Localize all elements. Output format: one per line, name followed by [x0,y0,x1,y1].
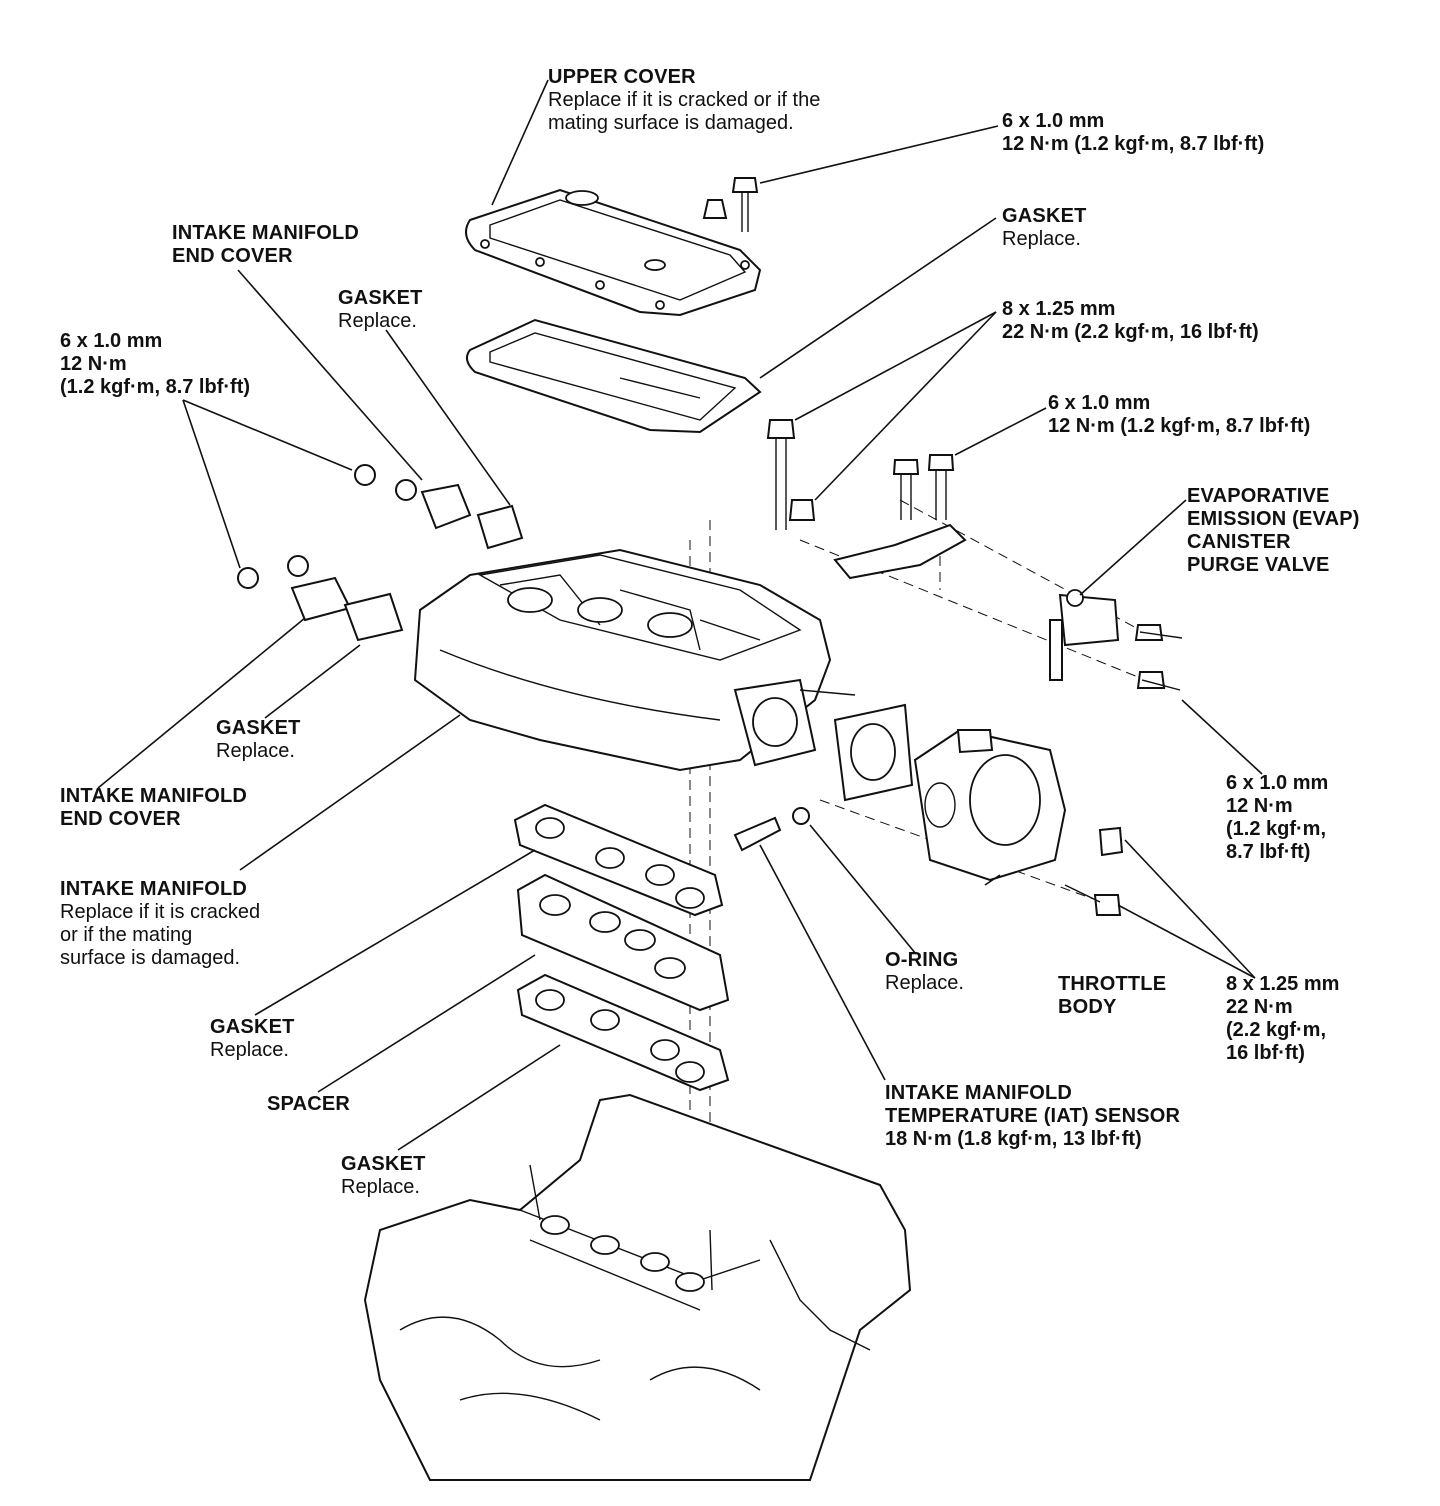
upper-cover-note-1: Replace if it is cracked or if the [548,89,821,111]
iat-sensor-part [733,807,810,852]
right-side-bolts [1064,826,1124,916]
spacer-part [516,873,730,1012]
engine-block-part [363,1093,912,1481]
iat-line-1: INTAKE MANIFOLD [885,1082,1073,1104]
label-end-cover-bottom: INTAKE MANIFOLD END COVER [60,785,247,831]
gasket-end-top-note: Replace. [338,310,417,332]
bolt-right-8mm-size: 8 x 1.25 mm [1226,973,1340,995]
gasket-end-top-title: GASKET [338,287,423,309]
gasket-end-bottom-title: GASKET [216,717,301,739]
bolt-left-torque-2: (1.2 kgf·m, 8.7 lbf·ft) [60,376,251,398]
bolt-right-6mm-size: 6 x 1.0 mm [1226,772,1329,794]
bolt-right-8mm-torque-1: 22 N·m [1226,996,1293,1018]
label-upper-cover: UPPER COVER Replace if it is cracked or … [548,66,820,135]
evap-line-4: PURGE VALVE [1187,554,1330,576]
label-bolt-left: 6 x 1.0 mm 12 N·m (1.2 kgf·m, 8.7 lbf·ft… [60,330,250,399]
evap-line-1: EVAPORATIVE [1187,485,1330,507]
upper-gasket-part [465,318,762,434]
label-gasket-end-top: GASKET Replace. [338,287,423,333]
leader-lines [97,79,1263,1151]
end-cover-top-line-1: INTAKE MANIFOLD [172,222,360,244]
bolt-left-torque-1: 12 N·m [60,353,127,375]
evap-purge-valve-part [1049,589,1183,691]
label-o-ring: O-RING Replace. [885,949,964,995]
throttle-body-line-1: THROTTLE [1058,973,1167,995]
label-evap-valve: EVAPORATIVE EMISSION (EVAP) CANISTER PUR… [1187,485,1360,577]
lower-gasket-2 [516,973,730,1092]
end-covers-top [354,464,524,550]
label-iat-sensor: INTAKE MANIFOLD TEMPERATURE (IAT) SENSOR… [885,1082,1180,1151]
label-end-cover-top: INTAKE MANIFOLD END COVER [172,222,359,268]
intake-manifold-note-2: or if the mating [60,924,193,946]
upper-cover-title: UPPER COVER [548,66,696,88]
gasket-end-bottom-note: Replace. [216,740,295,762]
label-bolt-right-6mm: 6 x 1.0 mm 12 N·m (1.2 kgf·m, 8.7 lbf·ft… [1226,772,1328,864]
label-throttle-body: THROTTLE BODY [1058,973,1166,1019]
bolt-8mm-top-torque: 22 N·m (2.2 kgf·m, 16 lbf·ft) [1002,321,1259,343]
bolt-left-size: 6 x 1.0 mm [60,330,163,352]
throttle-body-part [913,728,1067,882]
label-bolt-8mm-top: 8 x 1.25 mm 22 N·m (2.2 kgf·m, 16 lbf·ft… [1002,298,1259,344]
gasket-lower-2-title: GASKET [341,1153,426,1175]
bolt-right-8mm-torque-3: 16 lbf·ft) [1226,1042,1305,1064]
gasket-upper-note: Replace. [1002,228,1081,250]
iat-torque: 18 N·m (1.8 kgf·m, 13 lbf·ft) [885,1128,1142,1150]
bracket-part [833,454,967,580]
iat-line-2: TEMPERATURE (IAT) SENSOR [885,1105,1181,1127]
upper-cover-bolts [702,177,759,232]
intake-manifold-part [413,548,856,772]
bolt-upper-cover-size: 6 x 1.0 mm [1002,110,1105,132]
end-cover-bottom-line-1: INTAKE MANIFOLD [60,785,248,807]
long-bolt-and-nut [766,419,816,530]
spacer-title: SPACER [267,1093,351,1115]
gasket-lower-2-note: Replace. [341,1176,420,1198]
throttle-gasket-part [833,703,914,802]
bolt-right-6mm-torque-1: 12 N·m [1226,795,1293,817]
throttle-body-line-2: BODY [1058,996,1117,1018]
gasket-lower-1-title: GASKET [210,1016,295,1038]
bolt-upper-cover-torque: 12 N·m (1.2 kgf·m, 8.7 lbf·ft) [1002,133,1265,155]
gasket-lower-1-note: Replace. [210,1039,289,1061]
label-bolt-6mm-bracket: 6 x 1.0 mm 12 N·m (1.2 kgf·m, 8.7 lbf·ft… [1048,392,1310,438]
o-ring-note: Replace. [885,972,964,994]
bolt-right-8mm-torque-2: (2.2 kgf·m, [1226,1019,1327,1041]
bolt-right-6mm-torque-2: (1.2 kgf·m, [1226,818,1327,840]
label-bolt-upper-cover: 6 x 1.0 mm 12 N·m (1.2 kgf·m, 8.7 lbf·ft… [1002,110,1264,156]
bolt-8mm-top-size: 8 x 1.25 mm [1002,298,1116,320]
label-gasket-upper: GASKET Replace. [1002,205,1087,251]
lower-gasket-1 [513,803,724,917]
bolt-right-6mm-torque-3: 8.7 lbf·ft) [1226,841,1311,863]
upper-cover-note-2: mating surface is damaged. [548,112,794,134]
label-gasket-end-bottom: GASKET Replace. [216,717,301,763]
label-bolt-right-8mm: 8 x 1.25 mm 22 N·m (2.2 kgf·m, 16 lbf·ft… [1226,973,1339,1065]
intake-manifold-note-1: Replace if it is cracked [60,901,261,923]
bolt-6mm-bracket-size: 6 x 1.0 mm [1048,392,1151,414]
end-covers-bottom [237,555,404,642]
label-spacer: SPACER [267,1093,350,1116]
evap-line-3: CANISTER [1187,531,1291,553]
end-cover-bottom-line-2: END COVER [60,808,181,830]
label-intake-manifold: INTAKE MANIFOLD Replace if it is cracked… [60,878,260,970]
label-gasket-lower-2: GASKET Replace. [341,1153,426,1199]
intake-manifold-title: INTAKE MANIFOLD [60,878,248,900]
upper-cover-part [465,188,762,317]
o-ring-title: O-RING [885,949,959,971]
evap-line-2: EMISSION (EVAP) [1187,508,1360,530]
label-gasket-lower-1: GASKET Replace. [210,1016,295,1062]
intake-manifold-note-3: surface is damaged. [60,947,241,969]
end-cover-top-line-2: END COVER [172,245,293,267]
gasket-upper-title: GASKET [1002,205,1087,227]
bolt-6mm-bracket-torque: 12 N·m (1.2 kgf·m, 8.7 lbf·ft) [1048,415,1311,437]
